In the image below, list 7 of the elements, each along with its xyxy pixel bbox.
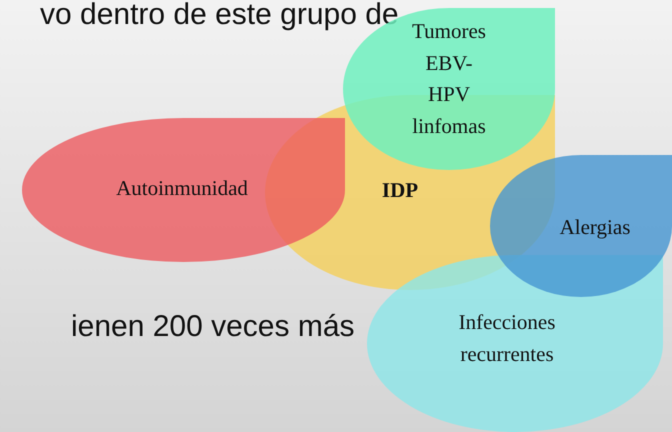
node-label: Autoinmunidad <box>115 175 249 202</box>
slide-text: vo dentro de este grupo de <box>40 0 399 32</box>
node-label: IDP <box>380 177 420 204</box>
slide-text: ienen 200 veces más <box>71 310 355 344</box>
node-label: Alergias <box>558 214 632 241</box>
node-label: Tumores EBV-HPV linfomas <box>411 18 487 140</box>
node-label: Infecciones recurrentes <box>458 309 556 368</box>
